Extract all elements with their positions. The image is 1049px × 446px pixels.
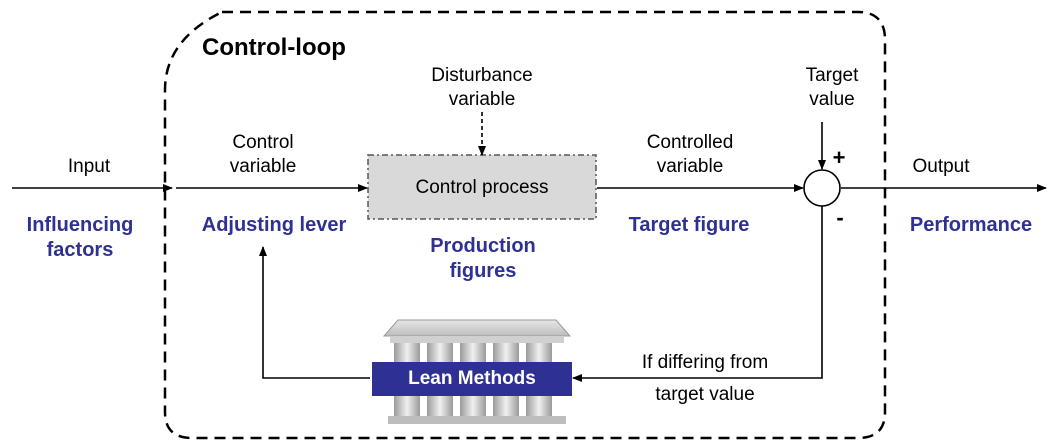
controlled-variable-label: Controlled variable — [646, 132, 734, 177]
adjusting-lever-label: Adjusting lever — [201, 214, 347, 236]
target-value-label: Target value — [805, 65, 859, 110]
lean-temple-icon — [372, 319, 572, 424]
production-figures-label: Production figures — [430, 235, 536, 282]
minus-sign: - — [836, 205, 844, 230]
lean-methods-label: Lean Methods — [408, 368, 536, 389]
output-label: Output — [912, 156, 970, 177]
control-variable-label: Control variable — [229, 132, 297, 177]
summing-junction — [803, 169, 841, 207]
page-title: Control-loop — [202, 34, 346, 61]
adjusting-lever-arrow — [259, 246, 370, 379]
performance-label: Performance — [909, 214, 1033, 236]
process-box — [367, 154, 597, 220]
target-figure-label: Target figure — [628, 214, 750, 236]
plus-sign: + — [832, 145, 846, 170]
feedback-label: If differing from target value — [641, 352, 769, 405]
control-loop-boundary — [163, 10, 887, 440]
disturbance-variable-label: Disturbance variable — [431, 65, 533, 110]
process-box-label: Control process — [415, 177, 549, 198]
influencing-factors-label: Influencing factors — [26, 214, 134, 261]
input-label: Input — [67, 156, 111, 177]
feedback-path — [572, 206, 823, 382]
